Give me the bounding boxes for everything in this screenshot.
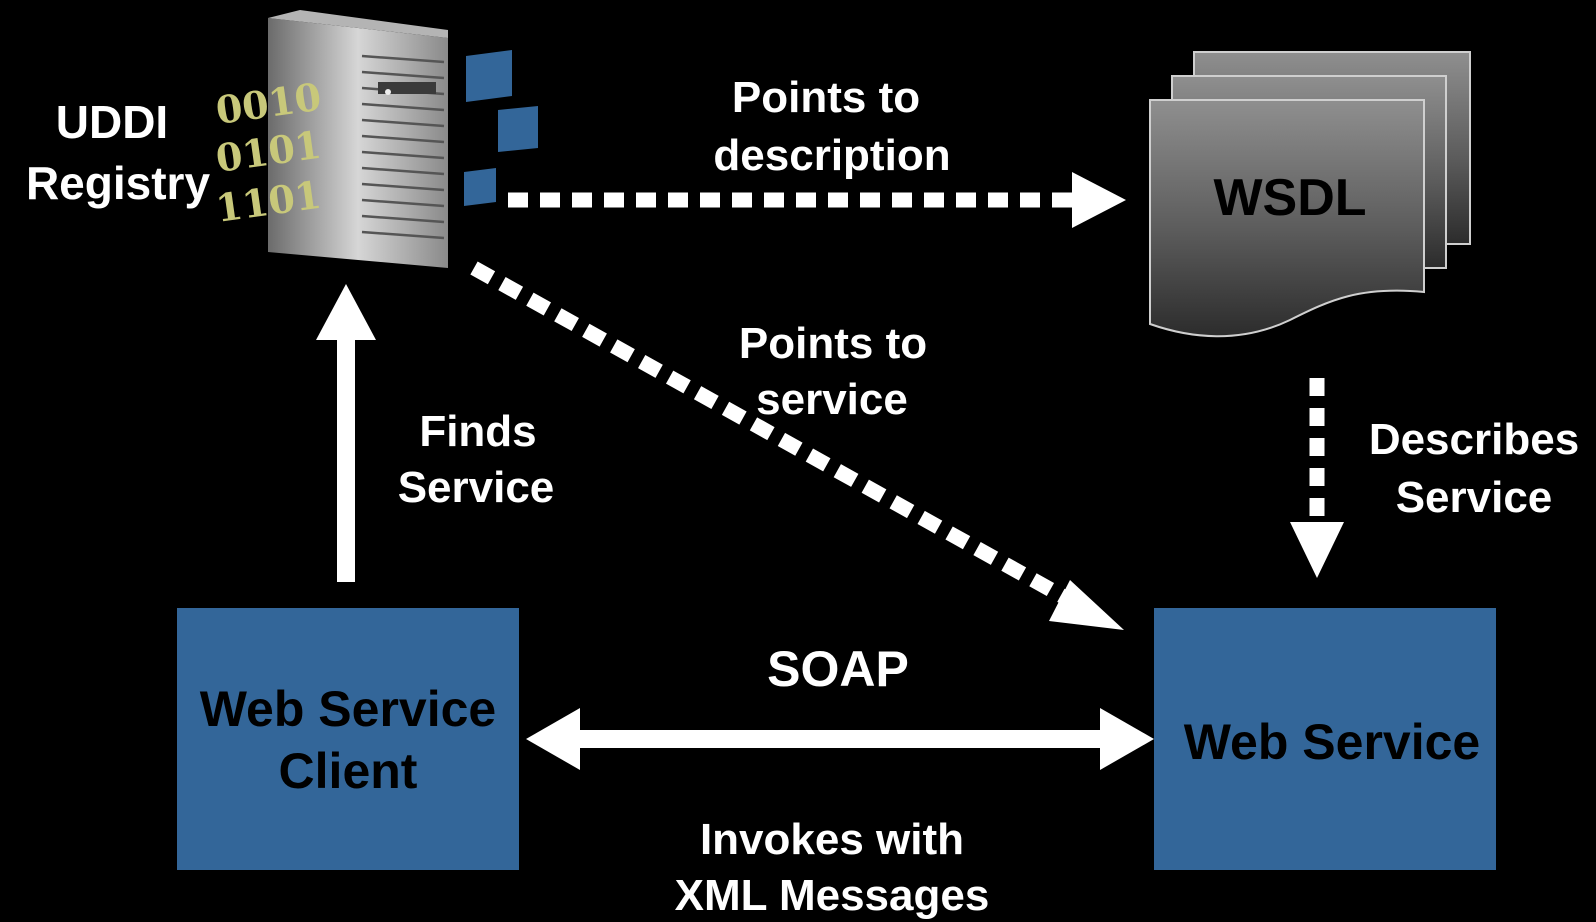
web-service-label: Web Service <box>1184 714 1480 770</box>
web-service-client-box <box>177 608 519 870</box>
client-label-line1: Web Service <box>200 681 496 737</box>
arrow-points-to-description <box>508 172 1126 228</box>
points-to-description-label-2: description <box>713 131 950 180</box>
registry-label: Registry <box>26 157 210 209</box>
describes-service-label-1: Describes <box>1369 415 1579 464</box>
soap-label: SOAP <box>767 641 909 697</box>
finds-service-label-1: Finds <box>419 407 536 456</box>
web-service-box <box>1154 608 1496 870</box>
client-label-line2: Client <box>279 743 418 799</box>
server-icon <box>268 10 448 268</box>
points-to-service-label-2: service <box>756 375 908 424</box>
invokes-label-2: XML Messages <box>675 871 990 920</box>
arrow-describes-service <box>1290 378 1344 578</box>
wsdl-document-icon <box>1149 51 1471 338</box>
wsdl-label: WSDL <box>1213 169 1366 227</box>
binary-digits: 0010 0101 1101 <box>213 74 324 231</box>
describes-service-label-2: Service <box>1396 473 1553 522</box>
arrow-points-to-service <box>470 261 1124 630</box>
arrow-finds-service <box>316 284 376 582</box>
finds-service-label-2: Service <box>398 463 555 512</box>
points-to-description-label-1: Points to <box>732 73 920 122</box>
uddi-label: UDDI <box>56 96 168 148</box>
points-to-service-label-1: Points to <box>739 319 927 368</box>
arrow-soap <box>526 708 1154 770</box>
data-squares-icon <box>464 50 538 206</box>
invokes-label-1: Invokes with <box>700 815 964 864</box>
